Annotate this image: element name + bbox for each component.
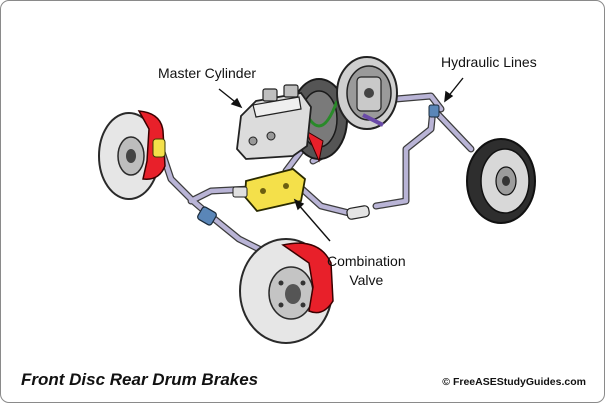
rear-brake-drum xyxy=(466,138,536,224)
combination-valve-label: Combination Valve xyxy=(327,252,406,290)
right-caliper xyxy=(281,242,334,314)
left-caliper xyxy=(137,110,166,180)
hydraulic-lines-label: Hydraulic Lines xyxy=(441,54,537,70)
combination-valve-label-line2: Valve xyxy=(349,272,384,288)
brake-hoses xyxy=(197,104,440,226)
callout-arrows xyxy=(218,77,464,242)
master-cylinder-label: Master Cylinder xyxy=(158,65,257,81)
left-front-disc-brake xyxy=(98,110,166,200)
combination-valve-label-line1: Combination xyxy=(327,253,406,269)
rear-drum-backing-plate xyxy=(336,56,398,130)
master-cylinder-assembly xyxy=(236,78,348,163)
combination-valve xyxy=(232,168,306,212)
right-front-disc-brake xyxy=(239,238,334,344)
diagram-title: Front Disc Rear Drum Brakes xyxy=(21,370,259,389)
copyright-credit: © FreeASEStudyGuides.com xyxy=(442,376,586,388)
